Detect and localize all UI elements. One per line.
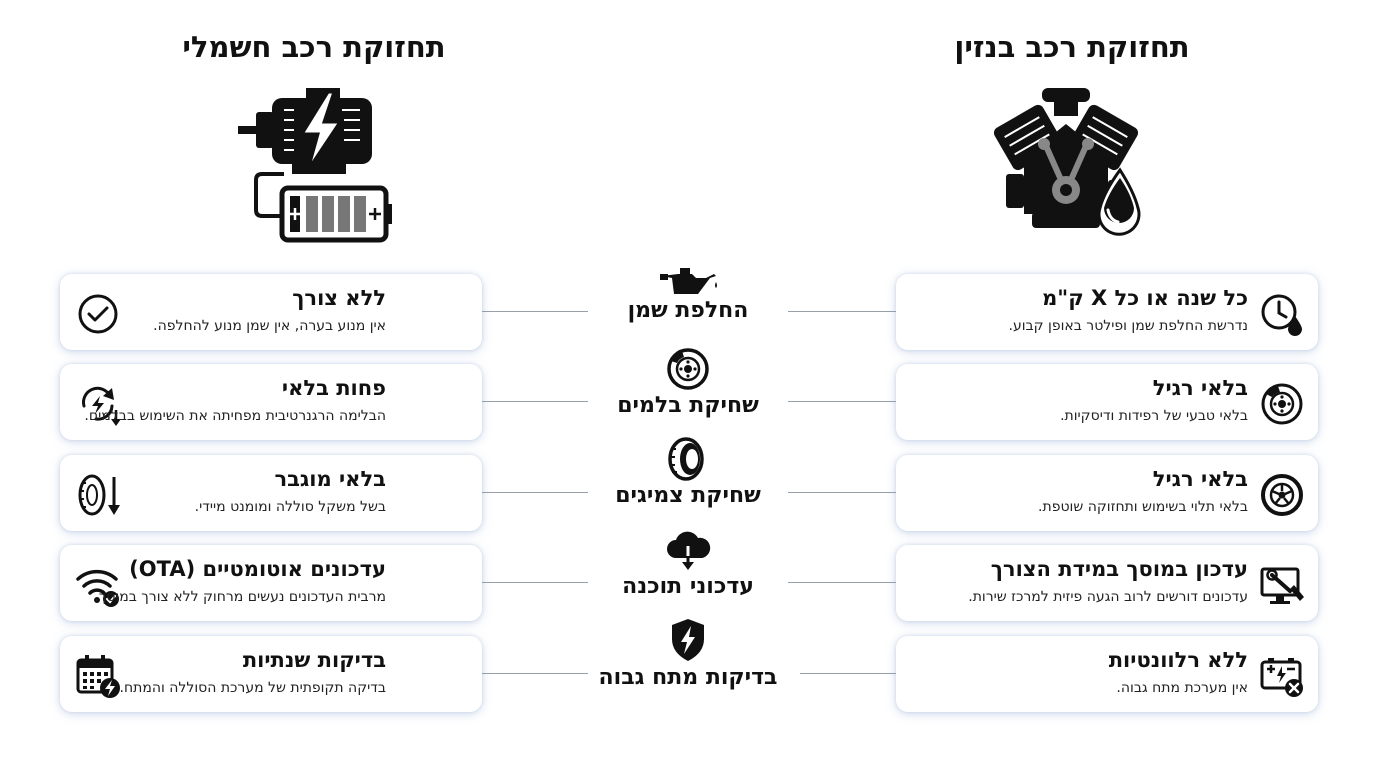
category-brake-wear: שחיקת בלמים — [588, 347, 788, 418]
gas-card-title: בלאי רגיל — [1152, 376, 1248, 400]
ev-card-title: פחות בלאי — [281, 376, 386, 400]
ev-card-high-voltage: בדיקות שנתיות בדיקה תקופתית של מערכת הסו… — [60, 636, 482, 712]
tire-wear-down-icon — [78, 474, 120, 516]
connector-line — [788, 582, 896, 583]
category-high-voltage-checks: בדיקות מתח גבוה — [588, 617, 788, 690]
ev-card-title: בלאי מוגבר — [274, 467, 386, 491]
connector-line — [788, 492, 896, 493]
regen-refresh-icon — [82, 386, 120, 426]
ev-column-title: תחזוקת רכב חשמלי — [182, 30, 446, 64]
gas-card-brakes: בלאי רגיל בלאי טבעי של רפידות ודיסקיות. — [896, 364, 1318, 440]
gas-card-software: עדכון במוסך במידת הצורך עדכונים דורשים ל… — [896, 545, 1318, 621]
ev-card-desc: בדיקה תקופתית של מערכת הסוללה והמתח. — [119, 680, 386, 696]
shield-bolt-icon — [672, 619, 704, 661]
category-label: שחיקת בלמים — [617, 393, 759, 418]
category-label: עדכוני תוכנה — [622, 574, 754, 599]
monitor-wrench-icon — [1260, 567, 1304, 604]
gas-card-high-voltage: ללא רלוונטיות אין מערכת מתח גבוה. — [896, 636, 1318, 712]
category-oil-change: החלפת שמן — [588, 266, 788, 323]
connector-line — [800, 673, 896, 674]
ev-card-desc: הבלימה הרגנרטיבית מפחיתה את השימוש בבלמי… — [84, 408, 386, 424]
category-label: שחיקת צמיגים — [615, 483, 761, 508]
clock-oil-icon — [1261, 294, 1302, 336]
check-circle-icon — [78, 294, 118, 334]
category-label: בדיקות מתח גבוה — [598, 665, 778, 690]
connector-line — [482, 582, 588, 583]
category-tire-wear: שחיקת צמיגים — [588, 437, 788, 508]
gas-card-title: ללא רלוונטיות — [1108, 648, 1248, 672]
gas-card-title: כל שנה או כל X ק"מ — [1042, 286, 1248, 310]
ev-card-title: בדיקות שנתיות — [242, 648, 386, 672]
wheel-icon — [1261, 474, 1303, 516]
connector-line — [482, 311, 588, 312]
gas-card-title: עדכון במוסך במידת הצורך — [990, 557, 1248, 581]
gas-card-oil: כל שנה או כל X ק"מ נדרשת החלפת שמן ופילט… — [896, 274, 1318, 350]
gas-card-desc: בלאי טבעי של רפידות ודיסקיות. — [1060, 408, 1248, 424]
ev-card-desc: בשל משקל סוללה ומומנט מיידי. — [194, 499, 386, 515]
category-label: החלפת שמן — [627, 298, 749, 323]
connector-line — [788, 401, 896, 402]
ev-card-oil: ללא צורך אין מנוע בערה, אין שמן מנוע להח… — [60, 274, 482, 350]
connector-line — [482, 492, 588, 493]
oil-can-icon — [660, 268, 717, 294]
connector-line — [482, 401, 588, 402]
ev-card-title: עדכונים אוטומטיים (OTA) — [129, 557, 386, 581]
ev-card-tires: בלאי מוגבר בשל משקל סוללה ומומנט מיידי. — [60, 455, 482, 531]
gas-card-desc: בלאי תלוי בשימוש ותחזוקה שוטפת. — [1038, 499, 1248, 515]
gas-column-title: תחזוקת רכב בנזין — [954, 30, 1190, 64]
gas-card-desc: נדרשת החלפת שמן ופילטר באופן קבוע. — [1008, 318, 1248, 334]
calendar-bolt-icon — [76, 655, 120, 698]
connector-line — [788, 311, 896, 312]
ev-card-desc: מרבית העדכונים נעשים מרחוק ללא צורך במוס… — [94, 589, 386, 605]
brake-disc-icon — [1261, 383, 1303, 425]
gas-card-title: בלאי רגיל — [1152, 467, 1248, 491]
battery-x-icon — [1260, 658, 1303, 697]
wifi-check-icon — [76, 569, 119, 607]
ev-card-desc: אין מנוע בערה, אין שמן מנוע להחלפה. — [153, 318, 386, 334]
brake-icon — [667, 348, 709, 390]
engine-oil-drop-icon — [993, 88, 1141, 236]
electric-motor-battery-icon — [238, 88, 392, 243]
cloud-download-icon — [667, 531, 711, 570]
category-software-updates: עדכוני תוכנה — [588, 528, 788, 599]
ev-card-brakes: פחות בלאי הבלימה הרגנרטיבית מפחיתה את הש… — [60, 364, 482, 440]
ev-card-software: עדכונים אוטומטיים (OTA) מרבית העדכונים נ… — [60, 545, 482, 621]
gas-card-desc: עדכונים דורשים לרוב הגעה פיזית למרכז שיר… — [968, 589, 1248, 605]
connector-line — [482, 673, 588, 674]
gas-card-tires: בלאי רגיל בלאי תלוי בשימוש ותחזוקה שוטפת… — [896, 455, 1318, 531]
gas-card-desc: אין מערכת מתח גבוה. — [1116, 680, 1248, 696]
ev-card-title: ללא צורך — [292, 286, 386, 310]
tire-icon — [668, 437, 704, 481]
